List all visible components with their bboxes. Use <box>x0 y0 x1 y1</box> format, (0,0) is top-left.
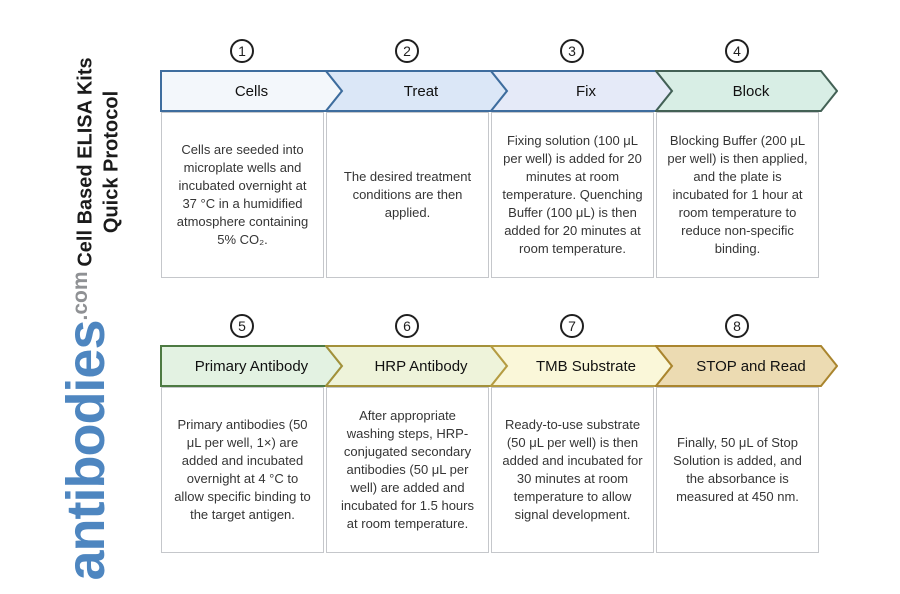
step-arrow: Fix <box>490 70 673 112</box>
logo-wordmark: antibodies <box>56 320 116 581</box>
step-number: 4 <box>733 43 741 59</box>
step-label: TMB Substrate <box>535 357 637 375</box>
step-description-box: The desired treatment conditions are the… <box>326 112 489 278</box>
step-column-5: 5 Primary Antibody Primary antibodies (5… <box>160 314 343 564</box>
step-column-7: 7 TMB Substrate Ready-to-use substrate (… <box>490 314 673 564</box>
step-number: 5 <box>238 318 246 334</box>
step-description: Finally, 50 μL of Stop Solution is added… <box>673 435 802 504</box>
step-description-box: Finally, 50 μL of Stop Solution is added… <box>656 387 819 553</box>
step-label: STOP and Read <box>696 357 806 375</box>
step-description-box: Cells are seeded into microplate wells a… <box>161 112 324 278</box>
step-number-badge: 6 <box>395 314 419 338</box>
step-label: Primary Antibody <box>194 357 309 375</box>
step-arrow: TMB Substrate <box>490 345 673 387</box>
step-description-box: Blocking Buffer (200 μL per well) is the… <box>656 112 819 278</box>
page-title-line1: Cell Based ELISA Kits <box>74 57 97 267</box>
step-description: Cells are seeded into microplate wells a… <box>176 142 309 247</box>
step-column-1: 1 Cells Cells are seeded into microplate… <box>160 39 343 289</box>
antibodies-logo: antibodies.com <box>55 256 117 594</box>
arrow-shape <box>655 70 838 112</box>
protocol-row-2: 5 Primary Antibody Primary antibodies (5… <box>160 314 885 564</box>
step-number: 7 <box>568 318 576 334</box>
step-column-4: 4 Block Blocking Buffer (200 μL per well… <box>655 39 838 289</box>
step-number-badge: 1 <box>230 39 254 63</box>
step-number-badge: 3 <box>560 39 584 63</box>
step-description: Ready-to-use substrate (50 μL per well) … <box>502 417 643 522</box>
step-number: 2 <box>403 43 411 59</box>
step-column-2: 2 Treat The desired treatment conditions… <box>325 39 508 289</box>
step-number: 6 <box>403 318 411 334</box>
arrow-shape <box>655 345 838 387</box>
step-label: HRP Antibody <box>374 357 468 375</box>
protocol-row-1: 1 Cells Cells are seeded into microplate… <box>160 39 885 289</box>
step-description: The desired treatment conditions are the… <box>343 169 472 220</box>
step-number: 1 <box>238 43 246 59</box>
step-label: Block <box>732 82 770 100</box>
step-label: Cells <box>234 82 269 100</box>
step-description-box: Primary antibodies (50 μL per well, 1×) … <box>161 387 324 553</box>
step-description: Primary antibodies (50 μL per well, 1×) … <box>174 417 311 522</box>
step-arrow: Treat <box>325 70 508 112</box>
step-column-8: 8 STOP and Read Finally, 50 μL of Stop S… <box>655 314 838 564</box>
step-description-box: After appropriate washing steps, HRP-con… <box>326 387 489 553</box>
step-description: Fixing solution (100 μL per well) is add… <box>502 133 643 256</box>
step-number: 3 <box>568 43 576 59</box>
step-arrow: Cells <box>160 70 343 112</box>
step-arrow: STOP and Read <box>655 345 838 387</box>
step-number-badge: 4 <box>725 39 749 63</box>
logo-tld: .com <box>69 271 92 321</box>
step-number-badge: 8 <box>725 314 749 338</box>
step-arrow: HRP Antibody <box>325 345 508 387</box>
step-description: Blocking Buffer (200 μL per well) is the… <box>667 133 808 256</box>
step-label: Fix <box>576 82 596 100</box>
step-number-badge: 7 <box>560 314 584 338</box>
step-column-3: 3 Fix Fixing solution (100 μL per well) … <box>490 39 673 289</box>
step-description: After appropriate washing steps, HRP-con… <box>341 408 474 531</box>
step-label: Treat <box>403 82 439 100</box>
step-column-6: 6 HRP Antibody After appropriate washing… <box>325 314 508 564</box>
step-arrow: Block <box>655 70 838 112</box>
step-arrow: Primary Antibody <box>160 345 343 387</box>
step-number-badge: 5 <box>230 314 254 338</box>
step-number: 8 <box>733 318 741 334</box>
step-description-box: Ready-to-use substrate (50 μL per well) … <box>491 387 654 553</box>
step-description-box: Fixing solution (100 μL per well) is add… <box>491 112 654 278</box>
page-title-line2: Quick Protocol <box>101 90 123 234</box>
step-number-badge: 2 <box>395 39 419 63</box>
